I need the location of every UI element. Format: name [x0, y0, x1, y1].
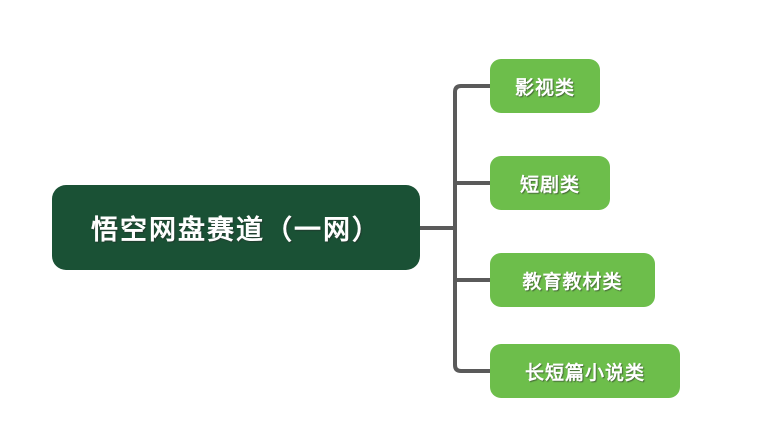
child-node-duanjulei[interactable]: 短剧类 — [490, 156, 610, 210]
root-node-label: 悟空网盘赛道（一网） — [91, 215, 381, 245]
child-node-label: 长短篇小说类 — [524, 362, 645, 384]
child-node-changduanpianxiaoshuolei[interactable]: 长短篇小说类 — [490, 344, 680, 398]
root-node[interactable]: 悟空网盘赛道（一网） — [52, 185, 420, 270]
connector-branch-1 — [453, 84, 492, 100]
child-node-yingshilei[interactable]: 影视类 — [490, 59, 600, 113]
child-node-label: 短剧类 — [519, 174, 580, 196]
child-node-jiaoyujiaocailei[interactable]: 教育教材类 — [490, 253, 655, 307]
child-node-label: 教育教材类 — [522, 271, 623, 293]
connector-branch-4 — [453, 356, 492, 373]
child-node-label: 影视类 — [514, 77, 575, 99]
